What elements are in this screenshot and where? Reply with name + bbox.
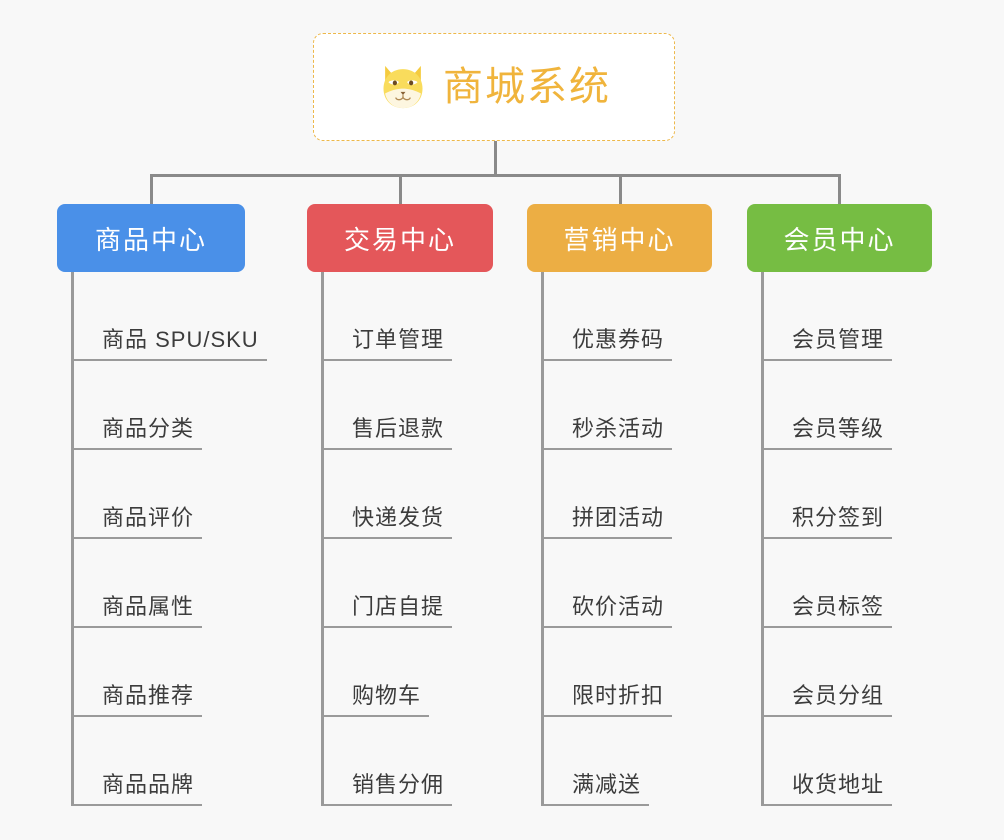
category-column-1: 商品中心 商品 SPU/SKU 商品分类 商品评价 商品属性 商品推荐 商品品牌: [57, 204, 267, 806]
list-item[interactable]: 销售分佣: [324, 717, 493, 806]
item-label: 优惠券码: [544, 327, 673, 361]
item-label: 商品分类: [74, 416, 203, 450]
category-items-3: 优惠券码 秒杀活动 拼团活动 砍价活动 限时折扣 满减送: [541, 272, 712, 806]
item-label: 订单管理: [324, 327, 453, 361]
list-item[interactable]: 商品评价: [74, 450, 245, 539]
connector-horizontal-bus: [150, 174, 840, 177]
category-header-label: 交易中心: [343, 224, 456, 255]
category-header-label: 商品中心: [94, 224, 207, 255]
connector-drop-2: [399, 174, 402, 205]
list-item[interactable]: 会员等级: [764, 361, 932, 450]
item-label: 砍价活动: [544, 594, 673, 628]
item-label: 会员标签: [764, 594, 893, 628]
list-item[interactable]: 商品推荐: [74, 628, 245, 717]
list-item[interactable]: 商品 SPU/SKU: [74, 272, 267, 361]
item-label: 收货地址: [764, 772, 893, 806]
list-item[interactable]: 订单管理: [324, 272, 493, 361]
item-label: 销售分佣: [324, 772, 453, 806]
list-item[interactable]: 砍价活动: [544, 539, 712, 628]
connector-drop-1: [150, 174, 153, 205]
category-header-1[interactable]: 商品中心: [57, 204, 245, 272]
category-header-label: 营销中心: [563, 224, 676, 255]
list-item[interactable]: 商品属性: [74, 539, 245, 628]
list-item[interactable]: 商品品牌: [74, 717, 245, 806]
item-label: 限时折扣: [544, 683, 673, 717]
category-header-4[interactable]: 会员中心: [747, 204, 932, 272]
item-label: 积分签到: [764, 505, 893, 539]
list-item[interactable]: 会员管理: [764, 272, 932, 361]
item-label: 会员等级: [764, 416, 893, 450]
item-label: 拼团活动: [544, 505, 673, 539]
category-items-1: 商品 SPU/SKU 商品分类 商品评价 商品属性 商品推荐 商品品牌: [71, 272, 267, 806]
category-items-2: 订单管理 售后退款 快递发货 门店自提 购物车 销售分佣: [321, 272, 493, 806]
category-header-2[interactable]: 交易中心: [307, 204, 493, 272]
list-item[interactable]: 秒杀活动: [544, 361, 712, 450]
list-item[interactable]: 商品分类: [74, 361, 245, 450]
connector-drop-3: [619, 174, 622, 205]
list-item[interactable]: 限时折扣: [544, 628, 712, 717]
item-label: 商品属性: [74, 594, 203, 628]
list-item[interactable]: 会员标签: [764, 539, 932, 628]
connector-drop-4: [838, 174, 841, 205]
list-item[interactable]: 拼团活动: [544, 450, 712, 539]
item-label: 会员管理: [764, 327, 893, 361]
list-item[interactable]: 会员分组: [764, 628, 932, 717]
list-item[interactable]: 收货地址: [764, 717, 932, 806]
list-item[interactable]: 快递发货: [324, 450, 493, 539]
item-label: 满减送: [544, 772, 650, 806]
category-header-label: 会员中心: [783, 224, 896, 255]
item-label: 商品 SPU/SKU: [74, 327, 267, 361]
list-item[interactable]: 购物车: [324, 628, 493, 717]
item-label: 会员分组: [764, 683, 893, 717]
list-item[interactable]: 积分签到: [764, 450, 932, 539]
list-item[interactable]: 门店自提: [324, 539, 493, 628]
item-label: 商品品牌: [74, 772, 203, 806]
list-item[interactable]: 售后退款: [324, 361, 493, 450]
item-label: 商品推荐: [74, 683, 203, 717]
item-label: 秒杀活动: [544, 416, 673, 450]
list-item[interactable]: 满减送: [544, 717, 712, 806]
list-item[interactable]: 优惠券码: [544, 272, 712, 361]
item-label: 购物车: [324, 683, 430, 717]
root-node[interactable]: 商城系统: [313, 33, 675, 141]
category-column-3: 营销中心 优惠券码 秒杀活动 拼团活动 砍价活动 限时折扣 满减送: [527, 204, 712, 806]
item-label: 门店自提: [324, 594, 453, 628]
root-title: 商城系统: [443, 65, 611, 109]
category-header-3[interactable]: 营销中心: [527, 204, 712, 272]
category-items-4: 会员管理 会员等级 积分签到 会员标签 会员分组 收货地址: [761, 272, 932, 806]
item-label: 商品评价: [74, 505, 203, 539]
item-label: 售后退款: [324, 416, 453, 450]
category-column-4: 会员中心 会员管理 会员等级 积分签到 会员标签 会员分组 收货地址: [747, 204, 932, 806]
item-label: 快递发货: [324, 505, 453, 539]
category-column-2: 交易中心 订单管理 售后退款 快递发货 门店自提 购物车 销售分佣: [307, 204, 493, 806]
connector-root-stem: [494, 141, 497, 176]
shiba-dog-face-icon: [383, 65, 423, 109]
